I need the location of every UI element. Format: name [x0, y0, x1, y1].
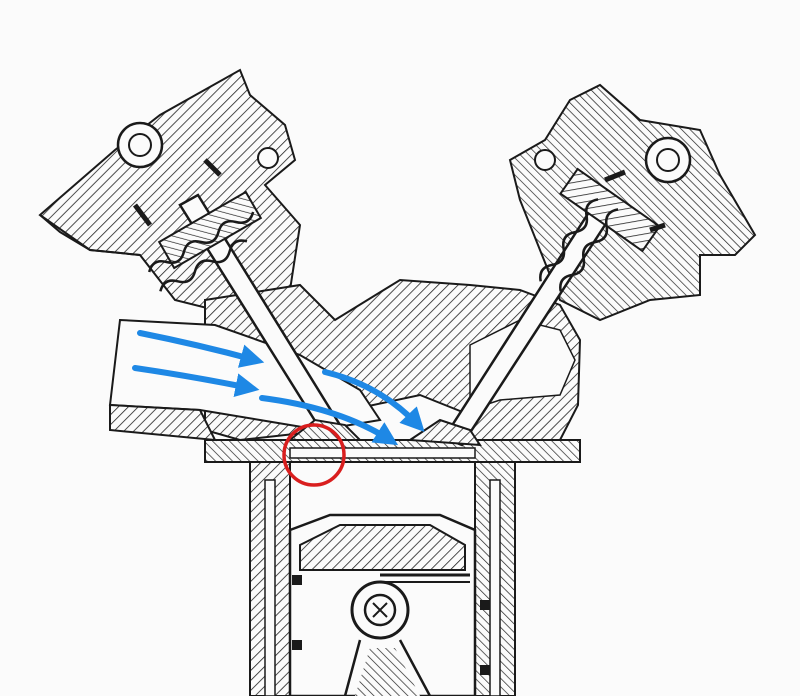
left-cam-housing — [38, 68, 302, 322]
valve-lower-flow-arrow — [259, 395, 399, 446]
piston — [288, 513, 490, 696]
exhaust-valve-spring — [539, 167, 666, 292]
left-oil-gallery — [257, 147, 279, 169]
intake-valve-spring — [133, 158, 263, 292]
lower-intake-arrow — [132, 365, 260, 397]
valve-upper-flow-arrow — [322, 369, 425, 432]
valve-seat-highlight — [282, 423, 346, 487]
intake-valve — [178, 193, 363, 441]
intake-flow-arrows — [132, 330, 425, 446]
upper-intake-arrow — [137, 330, 265, 368]
right-oil-gallery — [534, 149, 556, 171]
connecting-rod — [343, 639, 432, 696]
